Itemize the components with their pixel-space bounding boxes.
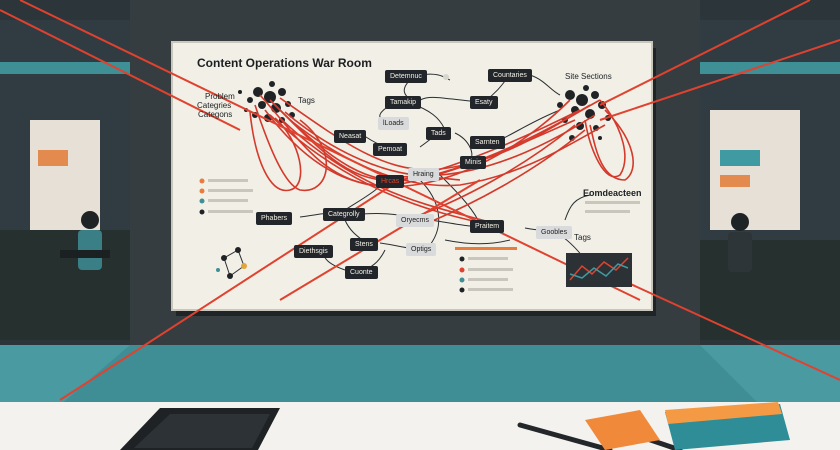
node-pemost: Pemoat	[373, 143, 408, 156]
label-right-heading: Eomdeacteen	[583, 188, 642, 198]
node-category: Categrolly	[323, 208, 365, 221]
node-loads: lLoads	[378, 117, 409, 130]
node-stens: Stens	[350, 238, 378, 251]
node-quality: Esaty	[470, 96, 498, 109]
sticky-note-orange	[585, 410, 660, 450]
node-phabers: Phabers	[256, 212, 293, 225]
node-resource: Neasat	[334, 130, 367, 143]
board-title: Content Operations War Room	[197, 56, 372, 70]
node-minis: Minis	[460, 156, 487, 169]
node-cuonte: Cuonte	[345, 266, 378, 279]
pen	[517, 422, 613, 450]
node-oryecms: Oryecms	[396, 214, 434, 227]
right-office-window	[700, 20, 840, 340]
decorative-dot	[443, 74, 449, 80]
right-notes-lines	[585, 201, 640, 213]
node-hraing: Hraing	[408, 168, 439, 181]
label-tags-right: Tags	[574, 233, 591, 242]
node-tags: Tads	[426, 127, 451, 140]
node-taxonomy: Tamakip	[385, 96, 422, 109]
mini-line-chart	[566, 253, 632, 287]
room-diagonal-strings	[0, 0, 840, 401]
center-legend	[455, 247, 517, 293]
node-countries: Countaries	[488, 69, 532, 82]
node-praitem: Praitem	[470, 220, 505, 233]
label-problem: Problem	[205, 92, 235, 101]
label-tags-left: Tags	[298, 96, 315, 105]
label-categories-1: Categries	[197, 101, 232, 110]
left-legend	[199, 178, 253, 215]
node-sarnten: Sarnten	[470, 136, 505, 149]
node-heading-red: Hrcas	[376, 175, 405, 188]
node-goobles: Goobles	[536, 226, 573, 239]
small-network-diagram	[216, 247, 247, 279]
node-diethsgis: Diethsgis	[294, 245, 333, 258]
left-office-window	[0, 20, 130, 340]
node-optigs: Optigs	[406, 243, 437, 256]
node-determine: Detemnuc	[385, 70, 427, 83]
label-site-sections: Site Sections	[565, 72, 612, 81]
label-categories-2: Categons	[198, 110, 233, 119]
